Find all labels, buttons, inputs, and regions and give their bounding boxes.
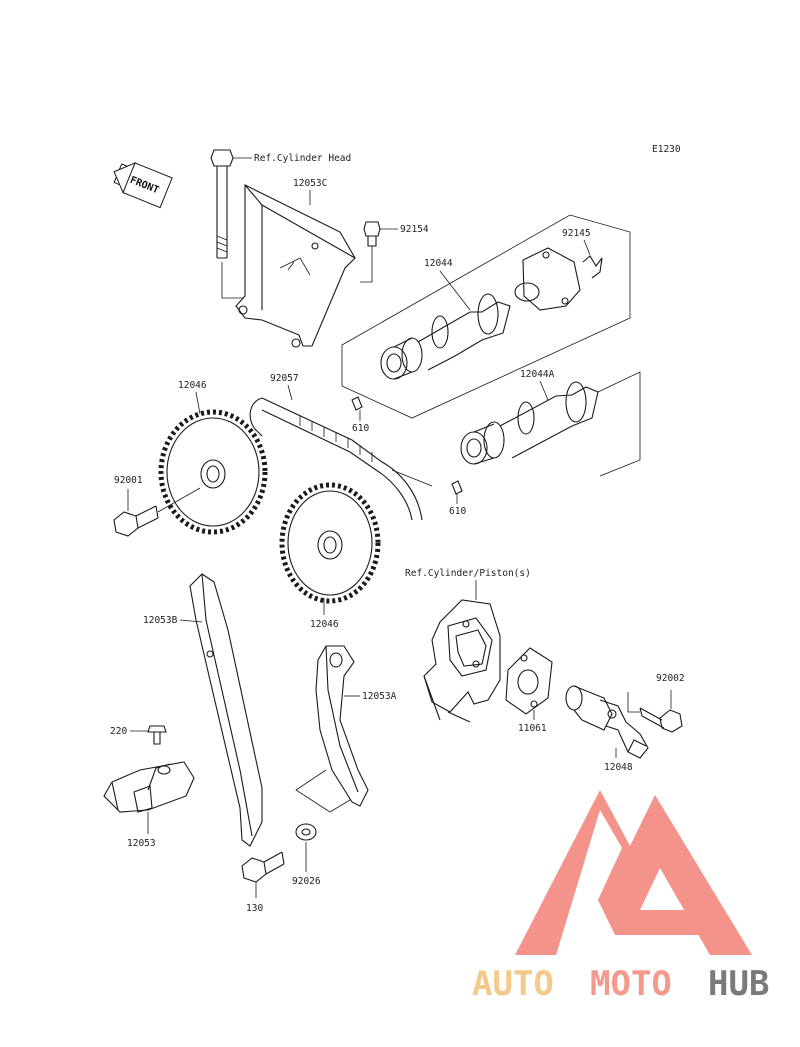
chain-guide-rear	[189, 573, 263, 847]
part-label-sprocket-lower: 12046	[310, 619, 339, 630]
part-label-bolt-sprocket: 92001	[114, 475, 143, 486]
chain-guide-cover	[235, 184, 356, 348]
timing-chain	[249, 397, 423, 521]
camshaft-group-outline	[341, 214, 631, 419]
cylinder-mount	[423, 599, 501, 723]
gasket-11061	[505, 647, 553, 715]
diagram-code: E1230	[652, 144, 681, 155]
svg-text:MOTO: MOTO	[590, 964, 672, 1004]
chain-guide-small	[103, 761, 195, 813]
watermark-text: AUTO MOTO HUB	[472, 964, 769, 1004]
camshaft-12044	[380, 293, 511, 380]
part-label-guide-front: 12053A	[362, 691, 397, 702]
bolt-92001	[113, 505, 159, 537]
part-label-guide-small: 12053	[127, 838, 156, 849]
svg-text:AUTO: AUTO	[472, 964, 554, 1004]
part-label-bolt-guide: 130	[246, 903, 263, 914]
part-label-camshaft-intake: 12044A	[520, 369, 555, 380]
part-label-bolt-tensioner: 92002	[656, 673, 685, 684]
part-label-screw: 220	[110, 726, 127, 737]
part-label-sprocket-upper: 12046	[178, 380, 207, 391]
spring-92145	[582, 255, 603, 279]
bolt-92002	[639, 707, 683, 733]
washer-92026	[295, 823, 317, 841]
chain-guide-front	[315, 645, 369, 807]
part-label-pin-upper: 610	[352, 423, 369, 434]
head-bolt	[210, 149, 234, 259]
part-label-spring: 92145	[562, 228, 591, 239]
sprocket-lower	[279, 482, 381, 604]
ref-cylinder-piston-label: Ref.Cylinder/Piston(s)	[405, 568, 531, 579]
sprocket-upper	[158, 409, 268, 535]
svg-text:HUB: HUB	[708, 964, 769, 1004]
part-label-tensioner: 12048	[604, 762, 633, 773]
chain-tensioner	[565, 685, 649, 759]
pin-610-upper	[351, 396, 363, 411]
screw-220	[147, 725, 167, 745]
part-label-chain: 92057	[270, 373, 299, 384]
bolt-130	[241, 851, 285, 883]
part-label-cover: 12053C	[293, 178, 327, 189]
part-label-pin-lower: 610	[449, 506, 466, 517]
part-label-guide-rear: 12053B	[143, 615, 178, 626]
camshaft-12044a	[460, 381, 599, 465]
front-arrow-icon: FRONT	[113, 161, 173, 209]
pin-610-lower	[451, 480, 463, 495]
bolt-92154	[363, 221, 381, 247]
part-label-camshaft-exhaust: 12044	[424, 258, 453, 269]
part-label-bolt-cover: 92154	[400, 224, 429, 235]
part-label-gasket: 11061	[518, 723, 547, 734]
ref-cylinder-head-label: Ref.Cylinder Head	[254, 153, 351, 164]
part-label-washer: 92026	[292, 876, 321, 887]
decompressor	[514, 247, 581, 311]
watermark-logo-icon	[515, 790, 752, 955]
